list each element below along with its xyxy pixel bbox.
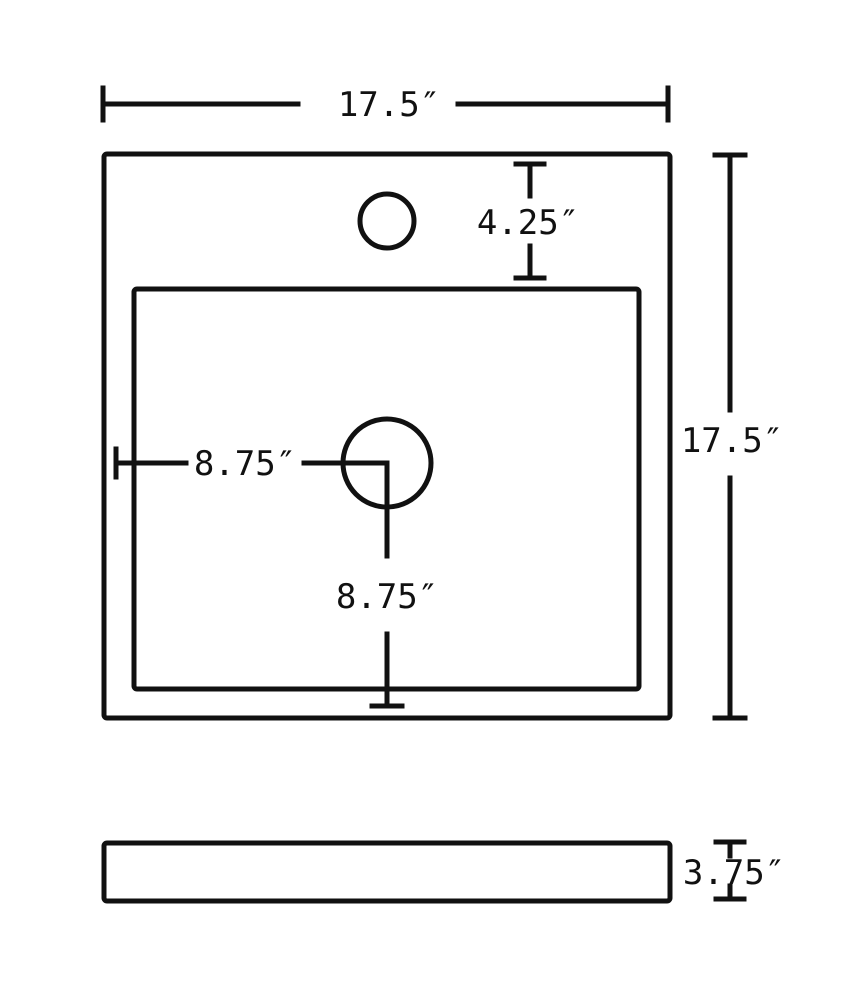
width-dimension: 17.5″: [100, 85, 671, 125]
faucet-hole: [357, 191, 417, 251]
height-dimension: 17.5″: [681, 152, 783, 721]
sink-side-profile: [101, 840, 673, 904]
faucet-offset-label: 4.25″: [477, 203, 579, 243]
drain-left-dimension: 8.75″: [113, 444, 390, 484]
depth-dimension: 3.75″: [683, 839, 785, 902]
depth-label: 3.75″: [683, 853, 785, 893]
drain-bottom-dimension: 8.75″: [336, 460, 438, 709]
width-label: 17.5″: [338, 85, 440, 125]
drain-left-label: 8.75″: [194, 444, 296, 484]
drain-bottom-label: 8.75″: [336, 577, 438, 617]
height-label: 17.5″: [681, 421, 783, 461]
faucet-offset-dimension: 4.25″: [477, 161, 579, 281]
